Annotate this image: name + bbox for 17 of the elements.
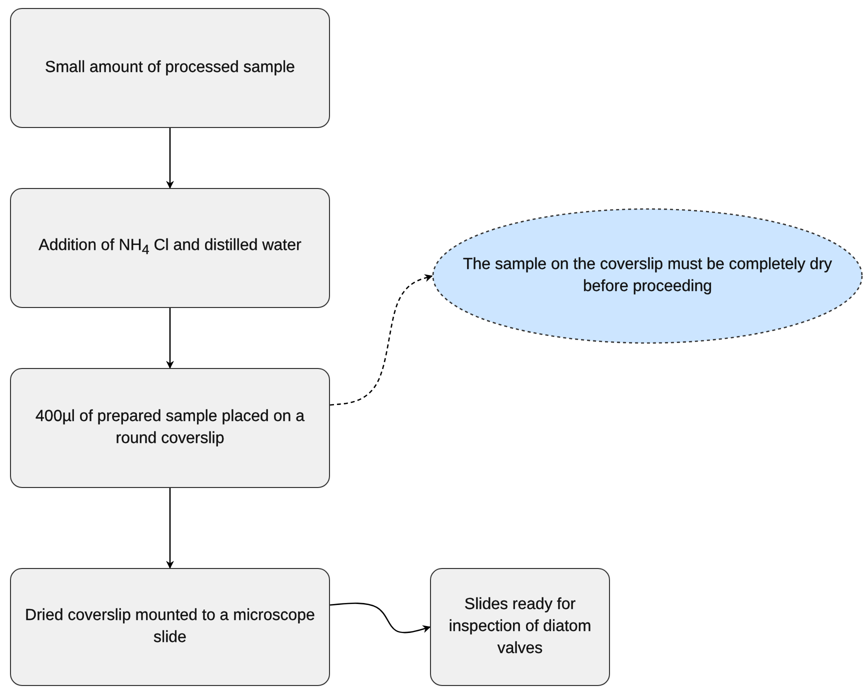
step-text: 400µl of prepared sample placed on a round coverslip (34, 407, 306, 449)
process-box (10, 568, 330, 686)
process-box (10, 368, 330, 488)
step-text: Small amount of processed sample (44, 58, 296, 78)
process-box (10, 188, 330, 308)
arrow (330, 274, 433, 406)
note-ellipse (432, 208, 863, 344)
step-text: Addition of NH$_{4}$ Cl and distilled water (38, 236, 302, 260)
step-text: Slides ready for inspection of diatom valves (448, 595, 592, 659)
arrow (166, 128, 174, 189)
step-text: Dried coverslip mounted to a microscope slide (24, 606, 316, 648)
arrow (166, 308, 174, 369)
arrow (330, 602, 431, 634)
step-text: The sample on the coverslip must be completely dry before proceeding (462, 255, 834, 297)
process-box (10, 8, 330, 128)
arrow (166, 488, 174, 569)
process-box (430, 568, 610, 686)
